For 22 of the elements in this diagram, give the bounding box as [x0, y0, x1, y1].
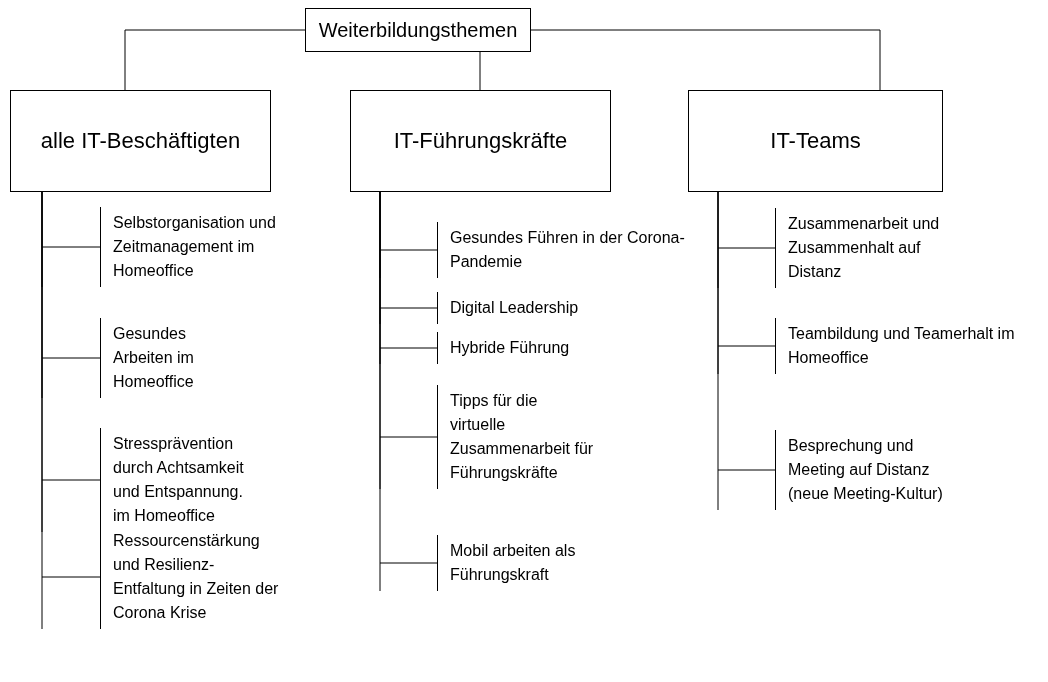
title-box: Weiterbildungsthemen [305, 8, 531, 52]
connector-line [479, 51, 481, 91]
connector-line [41, 191, 101, 630]
topic-item: Hybride Führung [437, 332, 637, 364]
topic-item: Gesundes Arbeiten im Homeoffice [100, 318, 222, 398]
topic-item: Zusammenarbeit und Zusammenhalt auf Distanz [775, 208, 953, 288]
topic-item: Stressprävention durch Achtsamkeit und Entspannung. im Homeoffice [100, 428, 260, 532]
connector-line [124, 29, 306, 91]
topic-item: Digital Leadership [437, 292, 637, 324]
topic-item: Tipps für die virtuelle Zusammenarbeit für Führungskräfte [437, 385, 597, 489]
connector-line [717, 191, 776, 511]
topic-item: Teambildung und Teamerhalt im Homeoffice [775, 318, 1037, 374]
category-box: alle IT-Beschäftigten [10, 90, 271, 192]
connector-line [379, 191, 438, 592]
category-box: IT-Teams [688, 90, 943, 192]
connector-line [530, 29, 881, 91]
topic-item: Gesundes Führen in der Corona-Pandemie [437, 222, 699, 278]
category-box: IT-Führungskräfte [350, 90, 611, 192]
topic-item: Mobil arbeiten als Führungskraft [437, 535, 609, 591]
topic-item: Ressourcenstärkung und Resilienz-Entfaltung in Zeiten der Corona Krise [100, 525, 280, 629]
topic-item: Selbstorganisation und Zeitmanagement im Homeoffice [100, 207, 330, 287]
topic-item: Besprechung und Meeting auf Distanz (neue Meeting-Kultur) [775, 430, 965, 510]
